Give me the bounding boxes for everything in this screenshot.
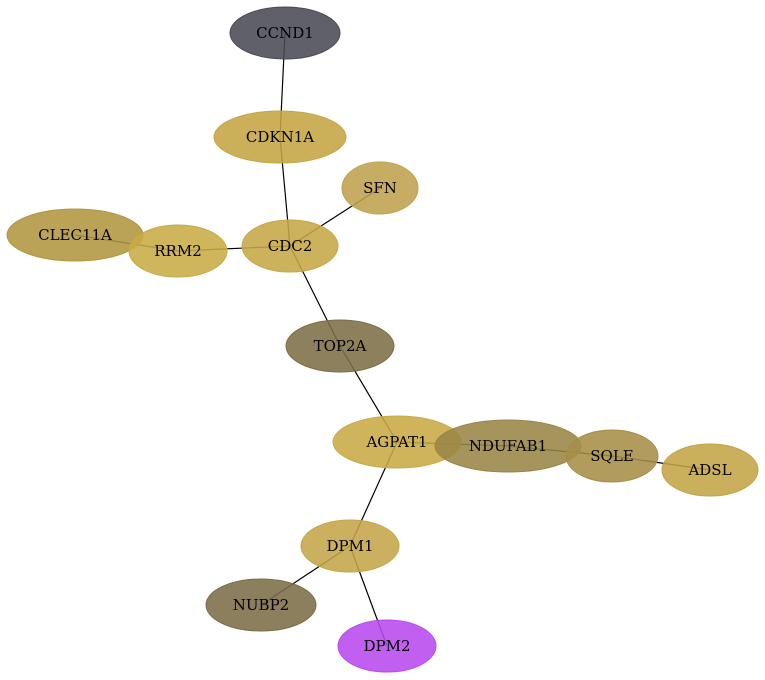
node-shape-cdc2 bbox=[241, 219, 339, 273]
node-shape-dpm2 bbox=[337, 619, 437, 673]
node-adsl[interactable]: ADSL bbox=[661, 443, 759, 497]
node-rrm2[interactable]: RRM2 bbox=[128, 224, 228, 278]
node-label-top2a: TOP2A bbox=[314, 337, 367, 355]
node-shape-sfn bbox=[341, 161, 419, 215]
node-shape-dpm1 bbox=[300, 519, 400, 573]
node-shape-cdkn1a bbox=[213, 110, 347, 164]
node-clec11a[interactable]: CLEC11A bbox=[6, 208, 144, 262]
node-label-agpat1: AGPAT1 bbox=[365, 433, 427, 451]
node-agpat1[interactable]: AGPAT1 bbox=[332, 415, 462, 469]
node-nubp2[interactable]: NUBP2 bbox=[205, 578, 317, 632]
node-label-sqle: SQLE bbox=[590, 447, 633, 465]
node-shape-ccnd1 bbox=[229, 6, 341, 60]
node-label-cdkn1a: CDKN1A bbox=[246, 128, 314, 146]
node-cdkn1a[interactable]: CDKN1A bbox=[213, 110, 347, 164]
node-label-ndufab1: NDUFAB1 bbox=[469, 437, 547, 455]
node-label-clec11a: CLEC11A bbox=[38, 226, 112, 244]
node-sqle[interactable]: SQLE bbox=[565, 429, 659, 483]
node-sfn[interactable]: SFN bbox=[341, 161, 419, 215]
node-label-dpm1: DPM1 bbox=[326, 537, 373, 555]
node-label-rrm2: RRM2 bbox=[154, 242, 202, 260]
node-shape-nubp2 bbox=[205, 578, 317, 632]
node-cdc2[interactable]: CDC2 bbox=[241, 219, 339, 273]
node-shape-top2a bbox=[285, 319, 395, 373]
node-label-adsl: ADSL bbox=[687, 461, 731, 479]
node-shape-adsl bbox=[661, 443, 759, 497]
node-label-nubp2: NUBP2 bbox=[233, 596, 289, 614]
node-dpm1[interactable]: DPM1 bbox=[300, 519, 400, 573]
node-label-cdc2: CDC2 bbox=[268, 237, 313, 255]
node-ccnd1[interactable]: CCND1 bbox=[229, 6, 341, 60]
node-top2a[interactable]: TOP2A bbox=[285, 319, 395, 373]
node-shape-sqle bbox=[565, 429, 659, 483]
node-dpm2[interactable]: DPM2 bbox=[337, 619, 437, 673]
node-shape-rrm2 bbox=[128, 224, 228, 278]
node-label-sfn: SFN bbox=[363, 179, 397, 197]
node-ndufab1[interactable]: NDUFAB1 bbox=[434, 419, 582, 473]
node-label-dpm2: DPM2 bbox=[363, 637, 410, 655]
node-label-ccnd1: CCND1 bbox=[256, 24, 314, 42]
